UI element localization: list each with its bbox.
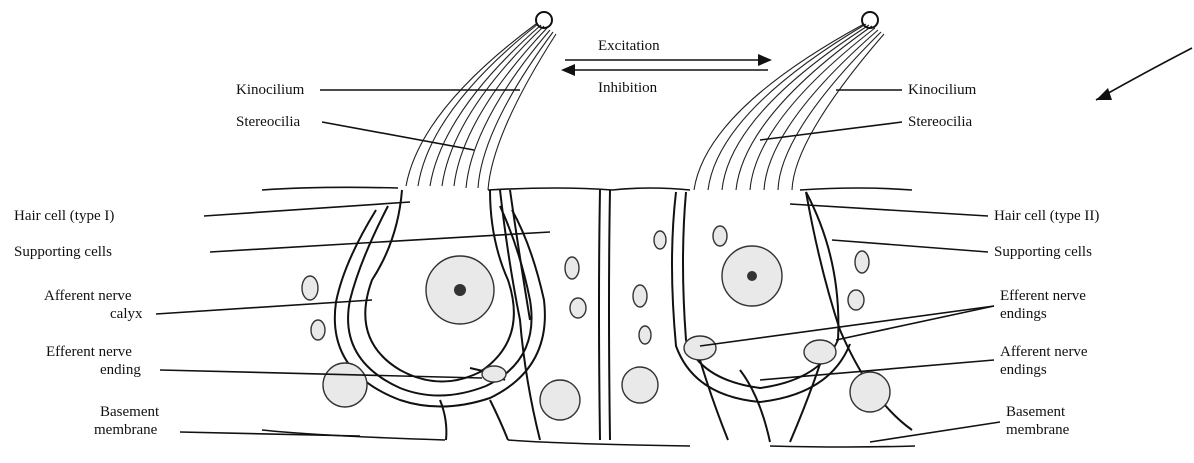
excitation-label: Excitation <box>598 38 660 54</box>
excitation-arrowhead <box>758 54 772 66</box>
inhibition-label: Inhibition <box>598 80 658 96</box>
inhibition-arrowhead <box>561 64 575 76</box>
label-efferent-ending-1: Efferent nerve <box>46 344 132 360</box>
direction-arrows: Excitation Inhibition <box>561 38 772 96</box>
label-supporting-cells-right: Supporting cells <box>994 244 1092 260</box>
label-basement-membrane-left-1: Basement <box>100 404 160 420</box>
label-kinocilium-right: Kinocilium <box>908 82 977 98</box>
label-basement-membrane-right-2: membrane <box>1006 422 1070 438</box>
label-hair-cell-type-1: Hair cell (type I) <box>14 208 114 224</box>
label-stereocilia-right: Stereocilia <box>908 114 972 130</box>
label-efferent-ending-2: ending <box>100 362 141 378</box>
label-afferent-calyx-1: Afferent nerve <box>44 288 132 304</box>
hair-cell-type-2 <box>672 12 884 442</box>
stereocilia-right <box>694 24 884 190</box>
kinocilium-right <box>862 12 878 28</box>
label-stereocilia-left: Stereocilia <box>236 114 300 130</box>
pointer-arrow <box>1096 48 1192 100</box>
epithelium-surface <box>262 187 912 190</box>
label-hair-cell-type-2: Hair cell (type II) <box>994 208 1099 224</box>
label-afferent-calyx-2: calyx <box>110 306 143 322</box>
basement-membrane <box>262 430 915 447</box>
kinocilium-left <box>536 12 552 28</box>
label-basement-membrane-right-1: Basement <box>1006 404 1066 420</box>
stereocilia-left <box>406 24 556 190</box>
label-supporting-cells-left: Supporting cells <box>14 244 112 260</box>
label-basement-membrane-left-2: membrane <box>94 422 158 438</box>
label-efferent-endings-2: endings <box>1000 306 1047 322</box>
label-kinocilium-left: Kinocilium <box>236 82 305 98</box>
label-efferent-endings-1: Efferent nerve <box>1000 288 1086 304</box>
supporting-cells-right <box>654 192 912 430</box>
label-afferent-endings-1: Afferent nerve <box>1000 344 1088 360</box>
label-afferent-endings-2: endings <box>1000 362 1047 378</box>
